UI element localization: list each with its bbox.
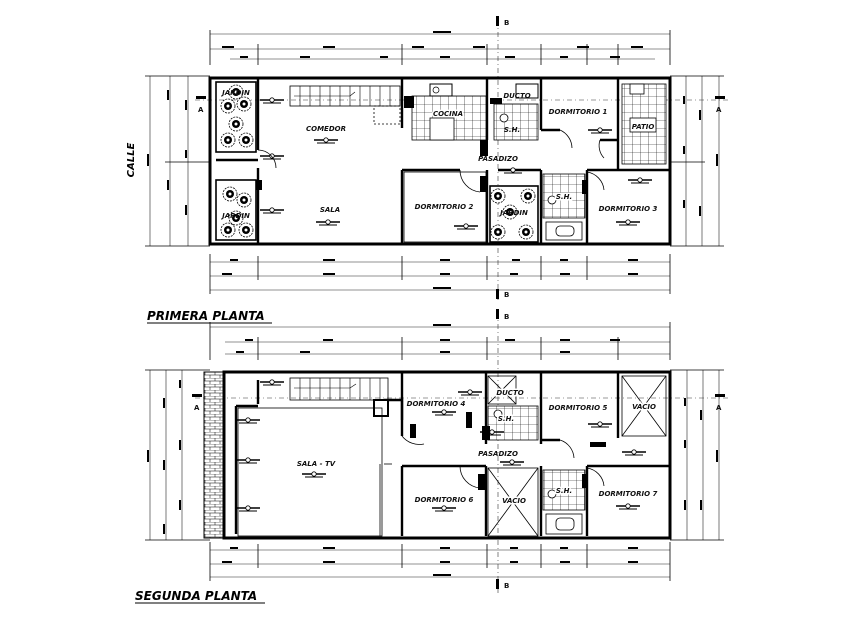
section-a-right-2: A <box>716 404 722 412</box>
interior-walls-2 <box>234 372 670 536</box>
kitchen-stove <box>404 96 414 108</box>
room-comedor: COMEDOR <box>306 125 346 133</box>
facade-brick-wall <box>203 371 225 539</box>
room-sh-b-2: S.H. <box>556 487 572 495</box>
section-a-left-2: A <box>194 404 200 412</box>
room-jardin-front: JARDIN <box>220 89 250 97</box>
room-sala: SALA <box>320 206 340 214</box>
room-dormitorio-6: DORMITORIO 6 <box>415 496 474 504</box>
section-b-top-2: B <box>504 313 509 321</box>
exterior-wall <box>208 76 672 246</box>
room-dormitorio-4: DORMITORIO 4 <box>407 400 466 408</box>
floor-title-primera: PRIMERA PLANTA <box>147 309 265 323</box>
section-a-left: A <box>198 106 204 114</box>
room-dormitorio-7: DORMITORIO 7 <box>599 490 658 498</box>
svg-text:VACIO: VACIO <box>502 497 526 505</box>
staircase <box>289 85 401 125</box>
room-vacio-b: VACIO <box>502 497 526 505</box>
room-sh-a-2: S.H. <box>498 415 514 423</box>
floor-segunda-planta: B B A A <box>135 309 730 604</box>
room-sala-tv: SALA - TV <box>297 460 336 468</box>
room-ducto-2: DUCTO <box>496 389 523 397</box>
top-dimension-lines-2 <box>209 322 671 360</box>
bottom-dimension-lines <box>209 254 671 294</box>
room-jardin-inner: JARDIN <box>498 209 528 217</box>
room-pasadizo: PASADIZO <box>478 155 518 163</box>
exterior-wall-2 <box>222 370 672 540</box>
room-dormitorio-1: DORMITORIO 1 <box>549 108 608 116</box>
svg-text:DUCTO: DUCTO <box>496 389 523 397</box>
staircase-2 <box>289 377 389 417</box>
room-cocina-halo: COCINA <box>433 110 463 118</box>
room-ducto: DUCTO <box>503 92 530 100</box>
room-dormitorio-2: DORMITORIO 2 <box>415 203 474 211</box>
room-dormitorio-3: DORMITORIO 3 <box>599 205 658 213</box>
floor-primera-planta: CALLE B B A A <box>126 16 730 324</box>
section-b-bottom-2: B <box>504 582 509 590</box>
room-sh-b: S.H. <box>556 193 572 201</box>
room-sh-a: S.H. <box>504 126 520 134</box>
garden-front <box>215 81 257 153</box>
section-b-bottom: B <box>504 291 509 299</box>
bottom-dimension-lines-2 <box>209 542 671 581</box>
left-dimension-lines: CALLE <box>126 75 210 247</box>
room-jardin-back: JARDIN <box>220 212 250 220</box>
room-cocina: COCINA <box>433 110 463 118</box>
ducto-shaft <box>515 83 539 99</box>
section-a-right: A <box>716 106 722 114</box>
top-dimension-lines <box>209 30 671 65</box>
svg-text:S.H.: S.H. <box>556 193 572 201</box>
street-label: CALLE <box>126 143 137 178</box>
side-dimension-lines-2 <box>145 369 724 541</box>
room-patio: PATIO <box>632 123 655 131</box>
toilet-icon <box>499 113 509 123</box>
garden-inner <box>489 185 539 243</box>
room-dormitorio-5: DORMITORIO 5 <box>549 404 608 412</box>
floor-title-segunda: SEGUNDA PLANTA <box>135 589 257 603</box>
garden-back <box>215 179 257 241</box>
svg-text:S.H.: S.H. <box>498 415 514 423</box>
room-pasadizo-2: PASADIZO <box>478 450 518 458</box>
right-dimension-lines <box>670 75 724 247</box>
section-b-top: B <box>504 19 509 27</box>
svg-text:S.H.: S.H. <box>556 487 572 495</box>
room-vacio-a: VACIO <box>632 403 656 411</box>
svg-text:VACIO: VACIO <box>632 403 656 411</box>
